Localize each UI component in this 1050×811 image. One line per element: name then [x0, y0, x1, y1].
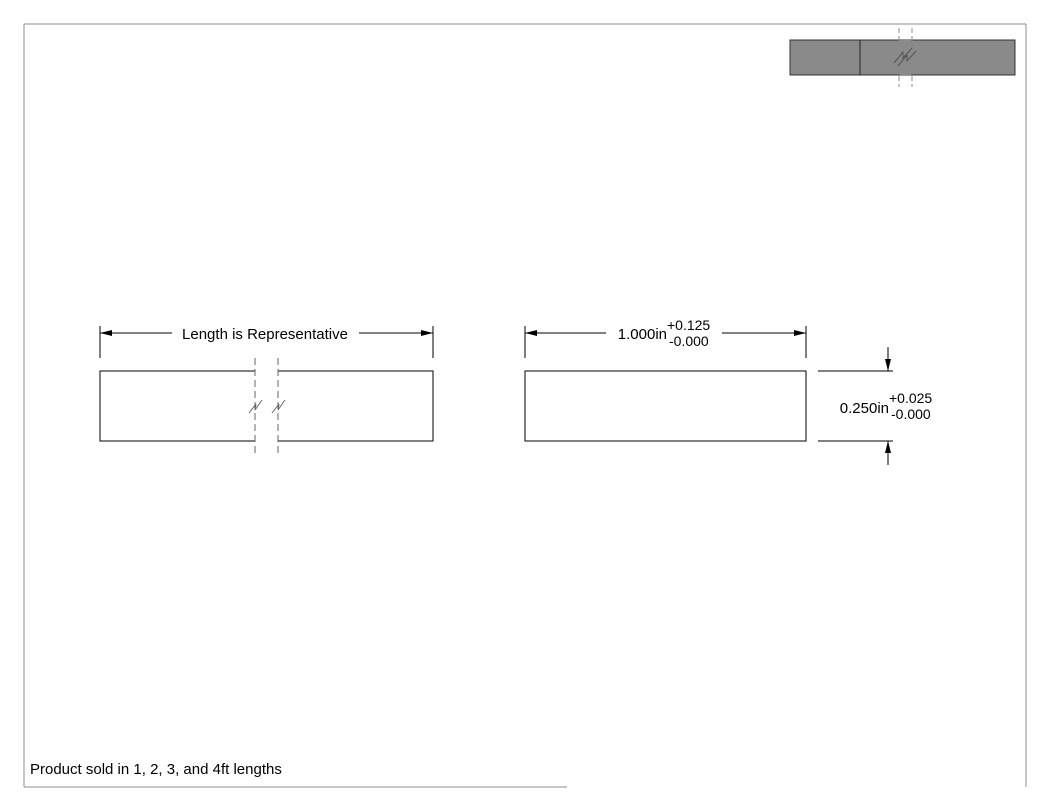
width-tolerance-plus: +0.125 [667, 317, 710, 333]
break-symbol-left [248, 399, 263, 414]
height-tolerance-minus: -0.000 [891, 406, 931, 422]
product-note: Product sold in 1, 2, 3, and 4ft lengths [30, 761, 282, 778]
end-view: 1.000in +0.125 -0.000 0.250in +0.025 -0.… [524, 317, 932, 465]
width-tolerance-minus: -0.000 [669, 333, 709, 349]
side-view-break-gap [255, 370, 278, 442]
length-label: Length is Representative [182, 326, 348, 343]
height-value: 0.250in [840, 400, 889, 417]
end-view-profile [524, 370, 807, 442]
thumbnail-break-symbol-2 [897, 50, 917, 67]
height-tolerance-plus: +0.025 [889, 390, 932, 406]
thumbnail-isometric [789, 28, 1016, 87]
thumbnail-break-symbol [893, 47, 913, 64]
width-value: 1.000in [618, 326, 667, 343]
sheet-border [23, 23, 1027, 788]
break-symbol-right [271, 399, 286, 414]
side-view: Length is Representative [99, 326, 434, 454]
